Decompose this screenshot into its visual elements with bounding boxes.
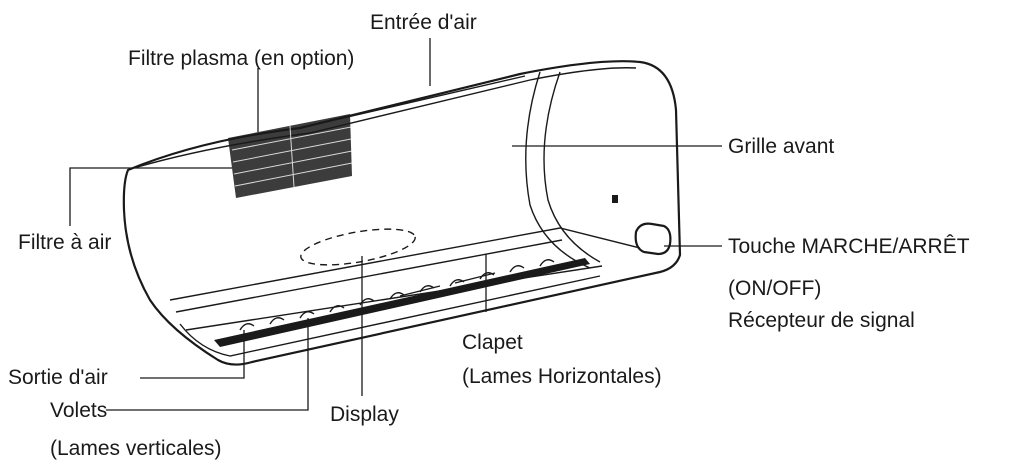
front-lower-edge bbox=[169, 227, 641, 301]
label-on-off-button-sub: (ON/OFF) bbox=[728, 277, 822, 300]
label-air-inlet: Entrée d'air bbox=[370, 11, 477, 34]
label-air-filter: Filtre à air bbox=[18, 231, 112, 254]
plasma-filter bbox=[228, 114, 353, 198]
indoor-unit bbox=[122, 60, 682, 366]
label-flap-sub: (Lames Horizontales) bbox=[462, 365, 662, 388]
label-plasma-filter: Filtre plasma (en option) bbox=[128, 47, 355, 70]
label-air-outlet: Sortie d'air bbox=[8, 366, 108, 389]
indicator-dot bbox=[612, 195, 618, 203]
leader-louvers bbox=[106, 318, 309, 411]
on-off-button-shape bbox=[634, 222, 672, 256]
display-outline bbox=[300, 228, 416, 266]
label-louvers: Volets bbox=[50, 399, 108, 422]
label-display: Display bbox=[330, 403, 399, 426]
label-front-grille: Grille avant bbox=[728, 135, 835, 158]
vertical-louvers bbox=[239, 259, 555, 331]
leader-lines bbox=[69, 38, 722, 411]
label-on-off-button: Touche MARCHE/ARRÊT bbox=[728, 235, 970, 258]
label-louvers-sub: (Lames verticales) bbox=[50, 437, 222, 460]
leader-air-outlet bbox=[140, 330, 245, 379]
leader-air-filter bbox=[69, 167, 232, 226]
side-panel bbox=[543, 71, 601, 263]
label-flap: Clapet bbox=[462, 331, 523, 354]
label-signal-receiver: Récepteur de signal bbox=[728, 309, 915, 332]
